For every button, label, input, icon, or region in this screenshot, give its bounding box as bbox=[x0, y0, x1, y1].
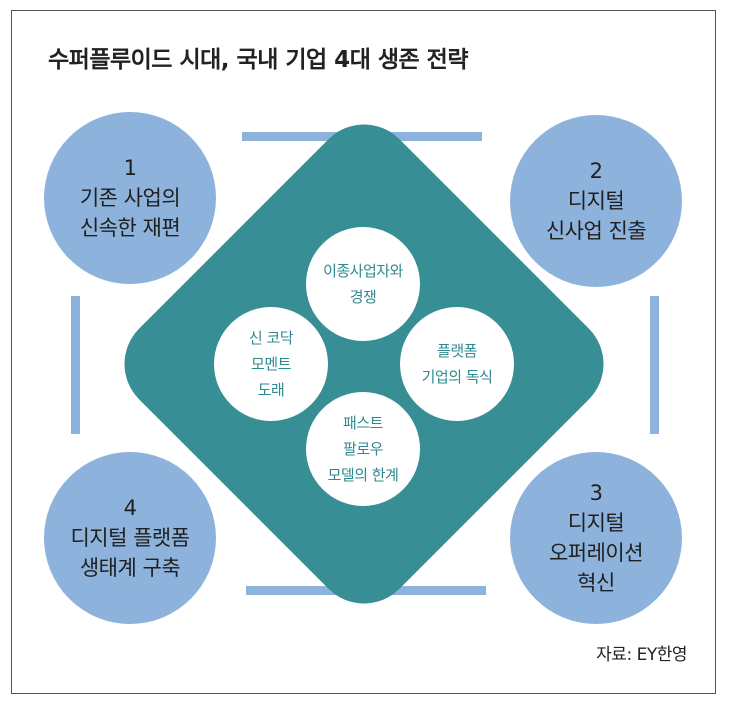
source-note: 자료: EY한영 bbox=[596, 645, 687, 665]
strategy-label-line: 신사업 진출 bbox=[545, 219, 647, 243]
strategy-number: 3 bbox=[589, 481, 603, 505]
connector-bar-right bbox=[650, 296, 659, 434]
strategy-circle-2: 2 디지털 신사업 진출 bbox=[510, 115, 682, 287]
threat-circle-left: 신 코닥 모멘트 도래 bbox=[214, 307, 328, 421]
strategy-label-line: 신속한 재편 bbox=[79, 216, 181, 240]
strategy-circle-4: 4 디지털 플랫폼 생태계 구축 bbox=[44, 452, 216, 624]
threat-label-line: 신 코닥 bbox=[248, 329, 294, 347]
threat-label-line: 경쟁 bbox=[349, 288, 377, 306]
strategy-label-line: 디지털 bbox=[567, 189, 625, 213]
threat-label-line: 이종사업자와 bbox=[323, 262, 403, 280]
threat-circle-bottom: 패스트 팔로우 모델의 한계 bbox=[306, 392, 420, 506]
threat-label-line: 모멘트 bbox=[251, 355, 291, 373]
strategy-label-line: 오퍼레이션 bbox=[548, 541, 644, 565]
strategy-label-line: 생태계 구축 bbox=[79, 556, 181, 580]
strategy-number: 2 bbox=[589, 159, 603, 183]
strategy-number: 1 bbox=[123, 156, 137, 180]
threat-circle-top: 이종사업자와 경쟁 bbox=[306, 227, 420, 341]
strategy-label-line: 디지털 플랫폼 bbox=[70, 526, 190, 550]
threat-label-line: 도래 bbox=[257, 381, 285, 399]
strategy-circle-3: 3 디지털 오퍼레이션 혁신 bbox=[510, 452, 682, 624]
threat-circle-right: 플랫폼 기업의 독식 bbox=[400, 307, 514, 421]
threat-label-line: 플랫폼 bbox=[437, 342, 477, 360]
connector-bar-left bbox=[71, 296, 80, 434]
threat-label-line: 기업의 독식 bbox=[421, 368, 493, 386]
strategy-label-line: 기존 사업의 bbox=[79, 186, 181, 210]
threat-label-line: 팔로우 bbox=[343, 440, 383, 458]
strategy-label-line: 혁신 bbox=[577, 571, 615, 595]
strategy-label-line: 디지털 bbox=[567, 511, 625, 535]
strategy-circle-1: 1 기존 사업의 신속한 재편 bbox=[44, 112, 216, 284]
threat-label-line: 모델의 한계 bbox=[327, 466, 399, 484]
threat-label-line: 패스트 bbox=[343, 414, 383, 432]
strategy-number: 4 bbox=[123, 496, 137, 520]
figure-title: 수퍼플루이드 시대, 국내 기업 4대 생존 전략 bbox=[48, 47, 469, 73]
